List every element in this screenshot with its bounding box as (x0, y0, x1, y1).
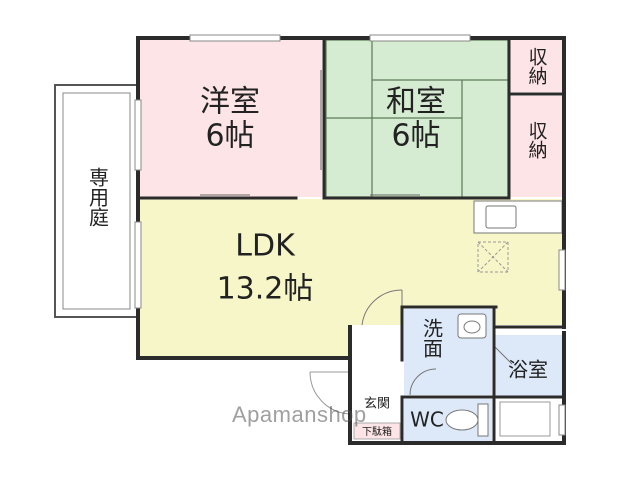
washing-machine-space (499, 401, 551, 437)
entrance: 玄関 下駄箱 (309, 371, 402, 441)
shoe-cabinet-label: 下駄箱 (362, 425, 392, 438)
door-swing-entrance (309, 371, 351, 415)
ldk-name: LDK (235, 229, 296, 264)
door-swing-washroom (409, 368, 437, 396)
bathroom: 浴室 (493, 335, 562, 397)
ldk-size: 13.2帖 (217, 272, 314, 307)
japanese-room: 和室 6帖 (325, 39, 509, 198)
entrance-label: 玄関 (364, 397, 390, 412)
western-room-size: 6帖 (205, 119, 254, 154)
western-room-floor (140, 40, 322, 197)
storage-bottom-label: 収納 (526, 121, 548, 159)
ldk-floor (140, 199, 562, 356)
shoe-cabinet (353, 422, 401, 440)
storage-top: 収納 (510, 40, 562, 92)
wc: WC (404, 399, 492, 441)
washroom-label: 洗面 (420, 318, 444, 358)
bathroom-label: 浴室 (508, 358, 548, 382)
bathroom-floor (494, 335, 562, 397)
washroom: 洗面 (404, 309, 492, 396)
washbasin-icon (457, 313, 487, 339)
hallway (350, 327, 402, 397)
toilet-icon (445, 409, 479, 431)
watermark: Apamanshop (232, 402, 367, 427)
western-room-name: 洋室 (200, 85, 260, 120)
japanese-room-size: 6帖 (391, 119, 440, 154)
toilet-tank (477, 403, 489, 437)
garden: 専用庭 (54, 84, 139, 318)
ldk: LDK 13.2帖 (140, 199, 563, 356)
japanese-room-name: 和室 (386, 85, 446, 120)
door-swing-ldk (361, 289, 403, 326)
sink-icon (485, 205, 517, 229)
storage-bottom: 収納 (510, 96, 562, 197)
storage-top-label: 収納 (526, 47, 548, 85)
garden-label: 専用庭 (86, 167, 110, 227)
western-room: 洋室 6帖 (140, 40, 322, 197)
wc-label: WC (410, 408, 444, 432)
sliding-doors (200, 70, 420, 196)
fridge-space (477, 241, 509, 273)
washing-machine-area (494, 399, 562, 441)
windows (134, 34, 566, 436)
